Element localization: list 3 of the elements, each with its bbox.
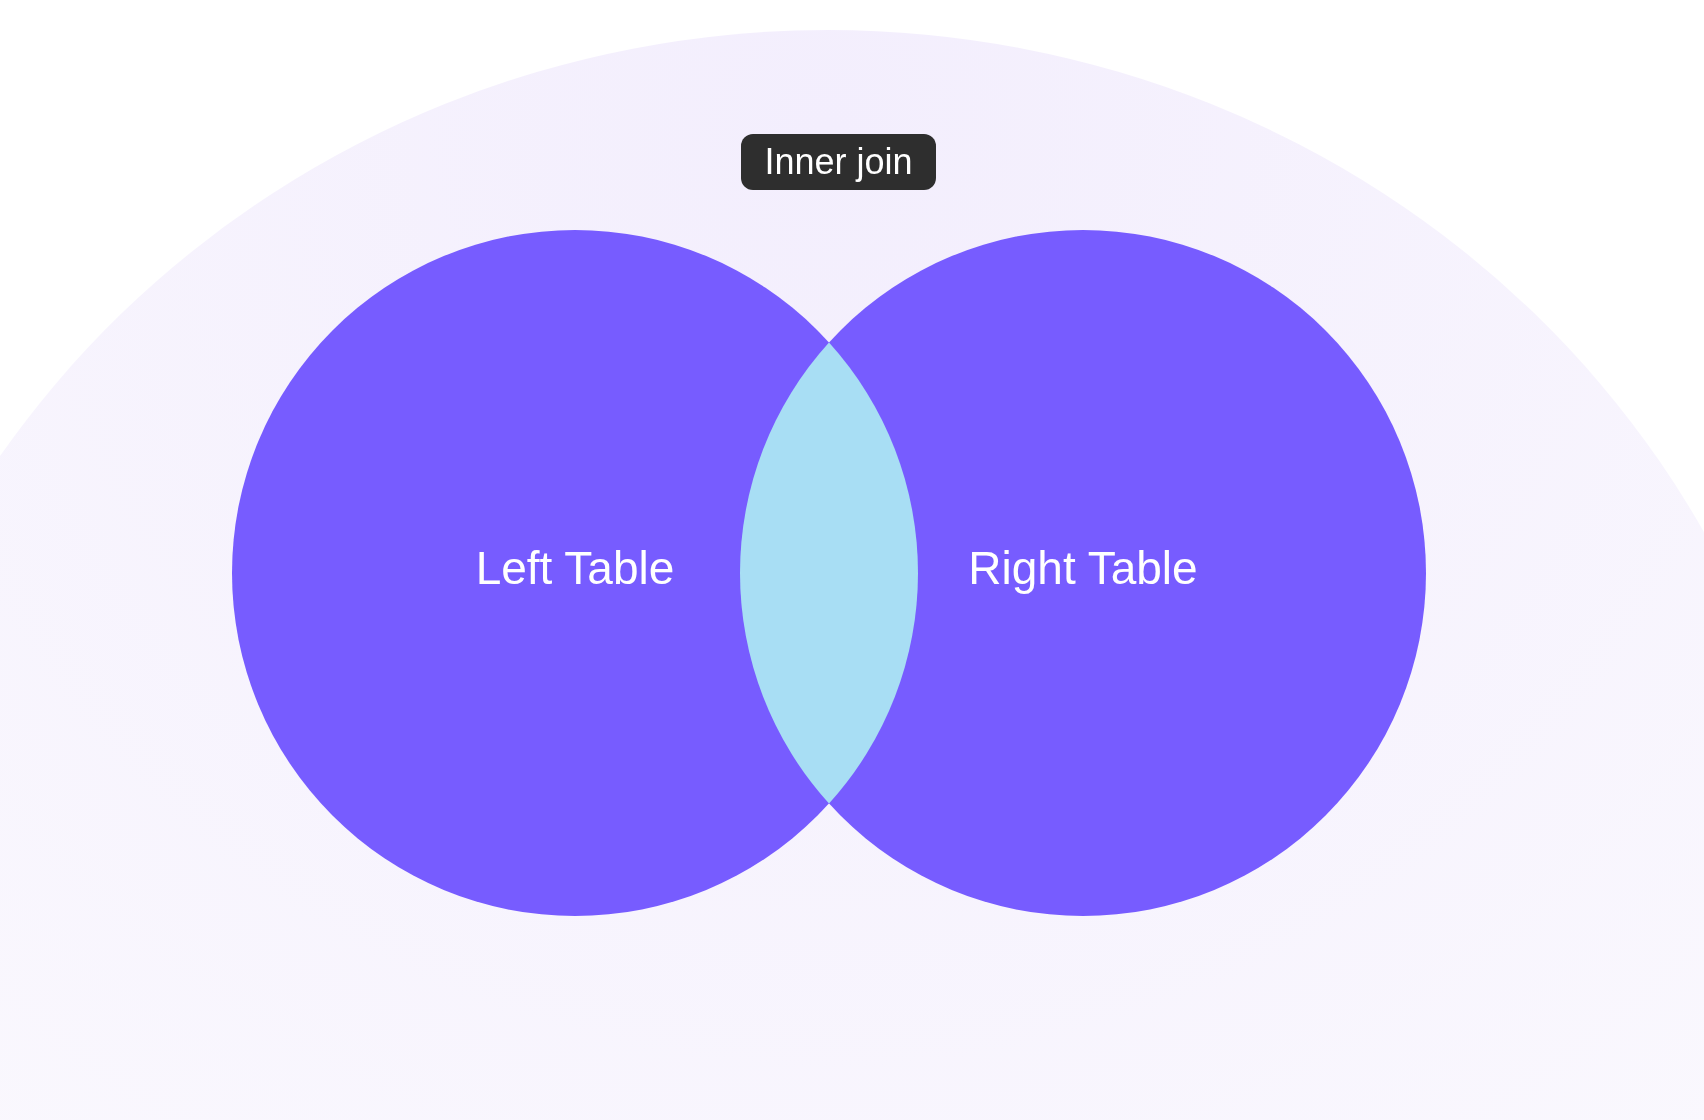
circle-label: Right Table [968, 541, 1198, 595]
join-type-tag: Inner join [741, 134, 936, 190]
circle-label: Left Table [475, 541, 675, 595]
